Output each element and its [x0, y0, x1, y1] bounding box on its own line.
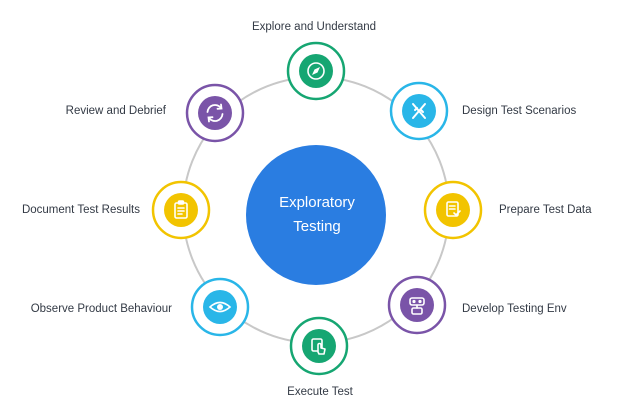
node-prepare-test-data [423, 180, 483, 240]
step-label-design-test-scenarios: Design Test Scenarios [462, 105, 577, 117]
step-label-observe-product-behaviour: Observe Product Behaviour [30, 303, 172, 315]
node-design-test-scenarios [389, 81, 449, 141]
node-explore-and-understand [286, 41, 346, 101]
refresh-chat-icon [206, 103, 224, 123]
eye-icon [208, 301, 232, 313]
clipboard-icon [174, 200, 188, 219]
step-label-prepare-test-data: Prepare Test Data [499, 204, 592, 216]
step-label-execute-test: Execute Test [287, 386, 353, 398]
design-tools-icon [412, 103, 426, 119]
step-label-explore-and-understand: Explore and Understand [251, 21, 377, 33]
node-execute-test [289, 316, 349, 376]
node-develop-testing-env [387, 275, 447, 335]
node-document-test-results [151, 180, 211, 240]
step-label-review-and-debrief: Review and Debrief [65, 105, 166, 117]
step-label-document-test-results: Document Test Results [21, 204, 140, 216]
step-label-develop-testing-env: Develop Testing Env [462, 303, 567, 315]
compass-icon [307, 62, 325, 80]
tap-screen-icon [311, 338, 326, 355]
checklist-doc-icon [446, 201, 461, 217]
node-review-and-debrief [185, 83, 245, 143]
center-circle [246, 145, 386, 285]
robot-icon [409, 297, 425, 315]
node-observe-product-behaviour [190, 277, 250, 337]
